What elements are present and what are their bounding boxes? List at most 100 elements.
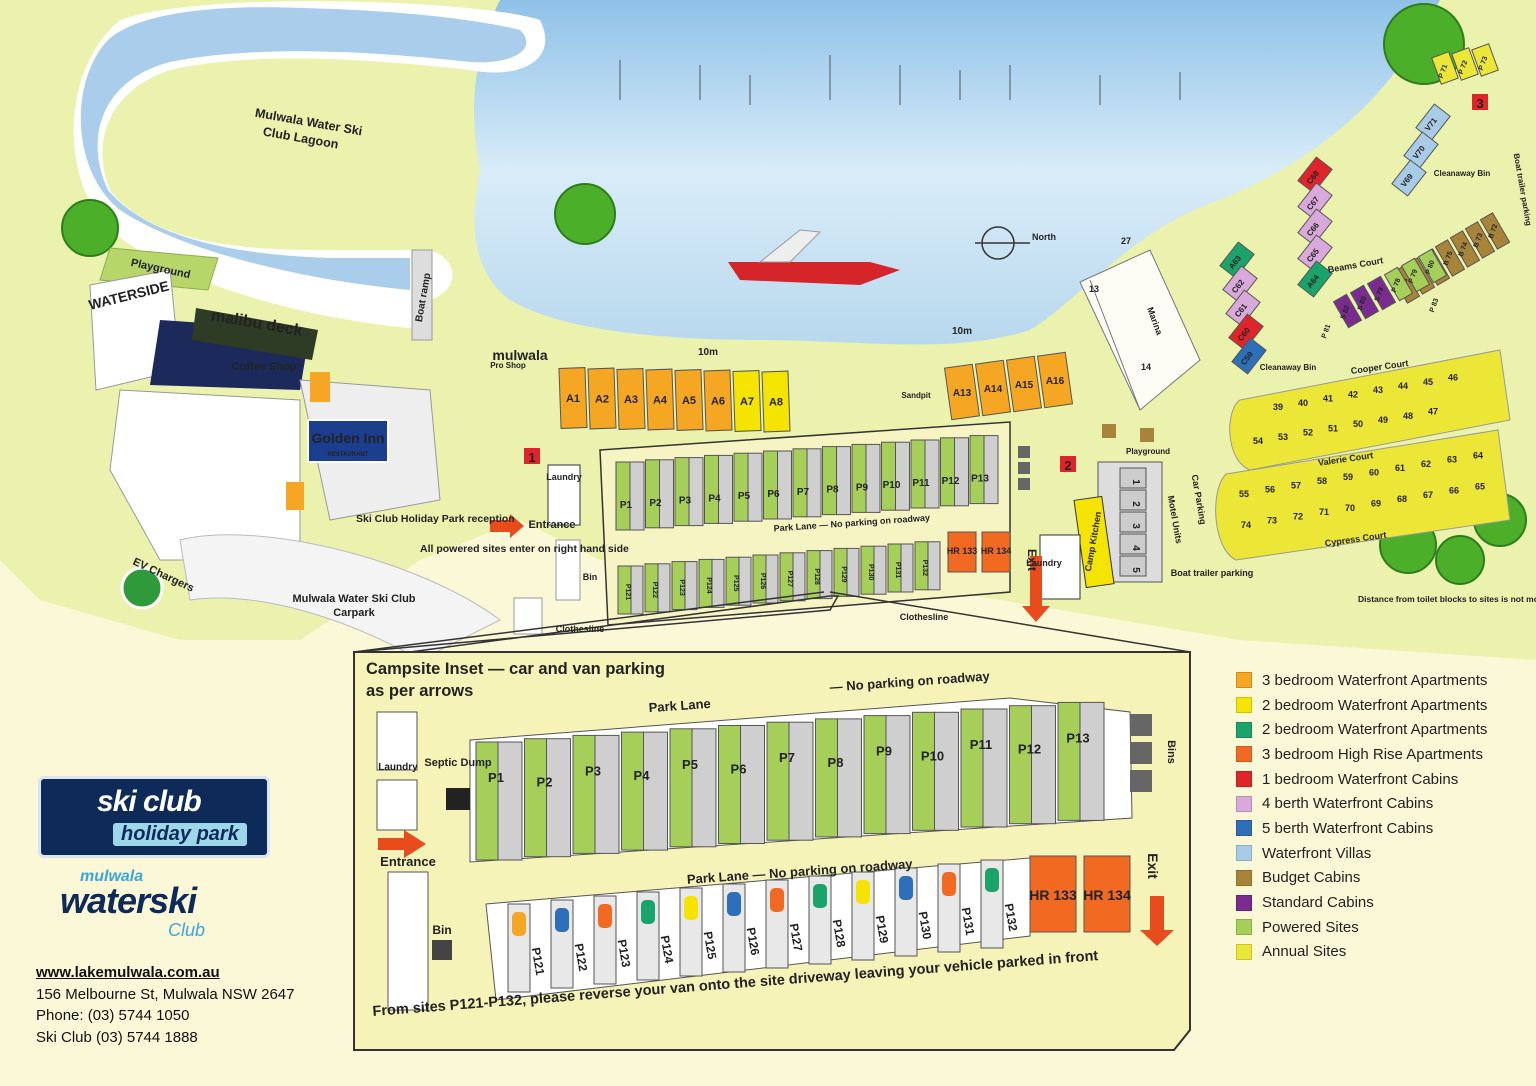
- valerie-court-area: [1215, 429, 1511, 561]
- site-num: 46: [1448, 373, 1458, 383]
- budget-B 74: [1449, 230, 1481, 268]
- site-num: 64: [1473, 450, 1483, 460]
- north-label: North: [1032, 232, 1056, 242]
- site-num: 47: [1428, 407, 1438, 417]
- site-P13: [969, 435, 985, 505]
- car-icon: [684, 896, 698, 920]
- pro-shop-label: Pro Shop: [490, 361, 526, 370]
- legend-item: 5 berth Waterfront Cabins: [1236, 816, 1526, 841]
- inset-site-label: P5: [682, 757, 698, 772]
- laundry2-label: Laundry: [1026, 558, 1062, 568]
- entrance-label: Entrance: [528, 519, 575, 531]
- driveway: [657, 563, 671, 613]
- site-label: P11: [912, 478, 930, 489]
- site-num: 58: [1317, 476, 1327, 486]
- beams-S 82: [1332, 293, 1363, 329]
- site-num: 51: [1328, 423, 1338, 433]
- inset-site-P4: [621, 731, 644, 851]
- legend-swatch: [1236, 869, 1252, 886]
- site-num: 55: [1239, 489, 1249, 499]
- inset-site-P5: [669, 728, 693, 848]
- motel-unit-label: 2: [1130, 501, 1141, 507]
- inset-driveway: [982, 708, 1008, 828]
- laundry-label: Laundry: [546, 472, 582, 482]
- driveway: [718, 454, 733, 524]
- legend-item: 3 bedroom Waterfront Apartments: [1236, 668, 1526, 693]
- driveway: [895, 441, 910, 511]
- clothesline-label2: Clothesline: [900, 612, 949, 622]
- site-num: 65: [1475, 481, 1485, 491]
- inset-driveway: [546, 738, 571, 858]
- inset-site-P3: [572, 734, 596, 854]
- cabin-C62: [1222, 265, 1258, 303]
- inset-park-lane: Park Lane: [648, 696, 711, 715]
- inset-septic-label: Septic Dump: [424, 757, 492, 769]
- beams-label: P 80: [1425, 259, 1436, 275]
- site-num: 69: [1371, 499, 1381, 509]
- legend-item: Waterfront Villas: [1236, 841, 1526, 866]
- site-P12: [940, 437, 955, 507]
- inset-site-label: P128: [830, 918, 849, 948]
- legend-label: Budget Cabins: [1262, 869, 1361, 887]
- legend-label: Waterfront Villas: [1262, 844, 1372, 862]
- legend-item: Powered Sites: [1236, 915, 1526, 940]
- num-2: 2: [1064, 458, 1071, 473]
- driveway: [738, 556, 752, 606]
- beams-label: S 82: [1340, 304, 1352, 320]
- inset-site-label: P13: [1066, 730, 1089, 745]
- bin-label: Bin: [583, 572, 598, 582]
- driveway: [927, 541, 941, 591]
- playground2-label: Playground: [1126, 447, 1170, 456]
- inset-site-label: P2: [537, 775, 553, 790]
- legend-label: 2 bedroom Waterfront Apartments: [1262, 721, 1488, 739]
- motel-unit-label: 3: [1130, 523, 1141, 529]
- website-link[interactable]: www.lakemulwala.com.au: [36, 964, 220, 981]
- site-P8: [822, 446, 837, 516]
- inset-hr-0: [1029, 855, 1077, 933]
- inset-site-label: P124: [658, 934, 677, 964]
- inset-site-label: P129: [873, 914, 892, 944]
- annual-label: P 72: [1458, 59, 1469, 75]
- apartment-A7: [732, 370, 762, 432]
- site-num: 73: [1267, 516, 1277, 526]
- site-num: 40: [1298, 398, 1308, 408]
- inset-site-P7: [766, 721, 790, 841]
- legend-item: 2 bedroom Waterfront Apartments: [1236, 717, 1526, 742]
- phone: Phone: (03) 5744 1050: [36, 1007, 190, 1025]
- logo-ws-c: Club: [168, 920, 206, 940]
- site-num: 48: [1403, 411, 1413, 421]
- inset-site-label: P4: [634, 768, 651, 783]
- site-num: 52: [1303, 428, 1313, 438]
- high-rise-0: [947, 531, 977, 573]
- cleanaway-label: Cleanaway Bin: [1434, 169, 1491, 178]
- driveway: [836, 446, 851, 516]
- inset-site-label: P127: [787, 922, 806, 952]
- site-label: P132: [921, 560, 928, 576]
- site-P1: [615, 461, 631, 531]
- apartment-label: A16: [1046, 376, 1065, 387]
- car-icon: [641, 900, 655, 924]
- site-num: 59: [1343, 472, 1353, 482]
- apartment-A6: [703, 369, 733, 432]
- inset-site-label: P126: [744, 926, 763, 956]
- apartment-label: A4: [653, 395, 668, 407]
- motel-unit: [1119, 467, 1147, 489]
- inset-site-label: P130: [916, 910, 935, 940]
- budget-label: B 74: [1458, 241, 1470, 257]
- site-label: P124: [705, 577, 712, 593]
- car-icon: [598, 904, 612, 928]
- contact-block: www.lakemulwala.com.au 156 Melbourne St,…: [36, 962, 294, 1048]
- site-num: 61: [1395, 463, 1405, 473]
- inset-site-label: P3: [585, 763, 601, 778]
- inset-site-label: P1: [488, 770, 504, 785]
- site-label: P121: [624, 584, 631, 600]
- site-num: 41: [1323, 394, 1333, 404]
- site-label: P130: [867, 564, 874, 580]
- apartment-label: A5: [682, 395, 696, 407]
- site-P3: [674, 457, 690, 527]
- legend-label: 2 bedroom Waterfront Apartments: [1262, 696, 1488, 714]
- site-P2: [645, 459, 660, 529]
- site-num: 39: [1273, 402, 1283, 412]
- budget-B 73: [1464, 221, 1496, 259]
